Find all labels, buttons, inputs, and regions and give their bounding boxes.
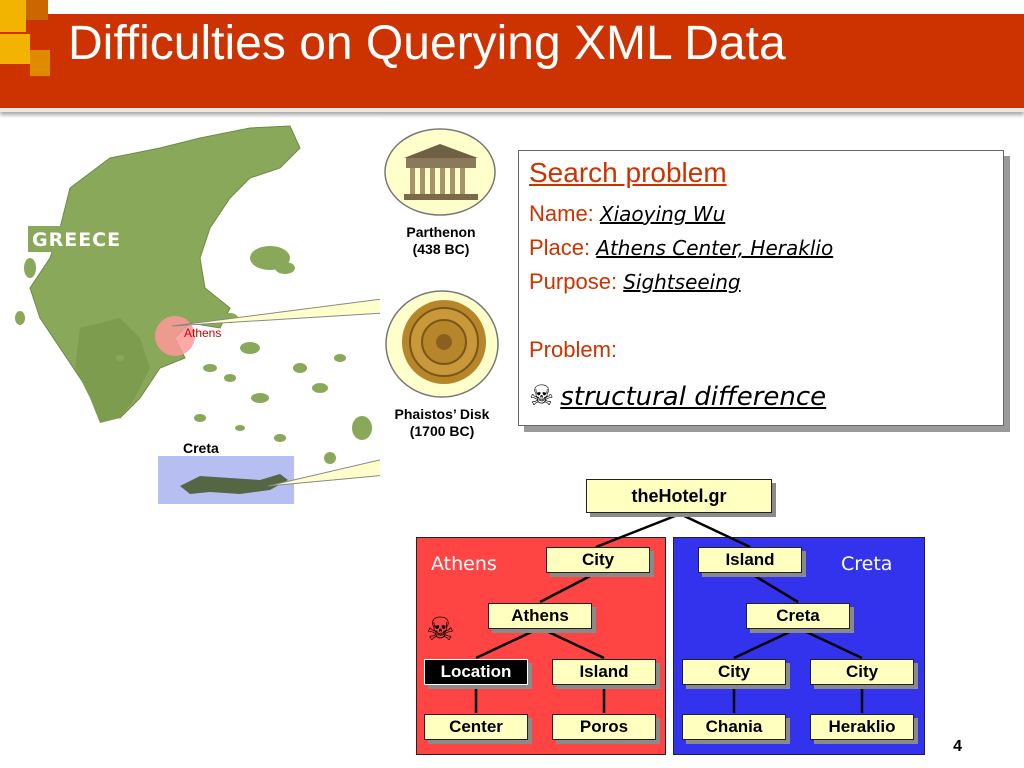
search-place-label: Place: xyxy=(529,235,591,260)
athens-region-label: Athens xyxy=(431,553,497,575)
tree-node-heraklio: Heraklio xyxy=(810,714,914,740)
search-problem-label: Problem: xyxy=(529,337,618,362)
title-square xyxy=(30,50,50,76)
search-purpose-value: Sightseeing xyxy=(623,270,741,294)
parthenon-caption-line1: Parthenon xyxy=(406,224,476,240)
search-problem-row: ☠ structural difference xyxy=(529,379,870,412)
skull-icon: ☠ xyxy=(426,611,455,647)
search-purpose-label: Purpose: xyxy=(529,269,618,294)
search-name-row: Name: Xiaoying Wu xyxy=(529,201,725,227)
tree-edges xyxy=(474,512,864,713)
creta-region-label: Creta xyxy=(841,553,893,575)
tree-node-poros: Poros xyxy=(552,714,656,740)
phaistos-disk-caption: Phaistos’ Disk (1700 BC) xyxy=(380,406,504,440)
search-purpose-row: Purpose: Sightseeing xyxy=(529,269,741,295)
title-bar xyxy=(0,14,1024,112)
search-place-value: Athens Center, Heraklio xyxy=(596,236,834,260)
tree-root-node: theHotel.gr xyxy=(586,479,772,513)
skull-icon: ☠ xyxy=(529,380,555,411)
search-place-row: Place: Athens Center, Heraklio xyxy=(529,235,833,261)
tree-node-creta: Creta xyxy=(746,603,850,629)
title-square xyxy=(0,34,30,64)
parthenon-caption: Parthenon (438 BC) xyxy=(386,224,496,258)
parthenon-caption-line2: (438 BC) xyxy=(412,241,470,257)
tree-node-location: Location xyxy=(424,659,528,685)
tree-node-center: Center xyxy=(424,714,528,740)
phaistos-disk-caption-line1: Phaistos’ Disk xyxy=(394,406,490,422)
tree-node-chania: Chania xyxy=(682,714,786,740)
map-country-label: GREECE xyxy=(32,229,122,251)
tree-node-island: Island xyxy=(552,659,656,685)
greece-map xyxy=(0,118,380,518)
slide-title: Difficulties on Querying XML Data xyxy=(68,17,786,70)
tree-node-athens: Athens xyxy=(488,603,592,629)
page-number: 4 xyxy=(953,738,962,755)
tree-node-city: City xyxy=(682,659,786,685)
search-name-value: Xiaoying Wu xyxy=(599,202,726,226)
search-problem-box: Search problem Name: Xiaoying Wu Place: … xyxy=(518,150,1004,426)
phaistos-disk-caption-line2: (1700 BC) xyxy=(409,423,475,439)
search-heading: Search problem xyxy=(529,157,727,188)
map-island-label: Creta xyxy=(183,440,219,456)
search-problem-value: structural difference xyxy=(560,382,827,412)
title-decoration xyxy=(0,0,1024,32)
tree-node-city: City xyxy=(546,547,650,573)
map-city-label: Athens xyxy=(184,326,222,340)
tree-node-island: Island xyxy=(698,547,802,573)
parthenon-image xyxy=(384,128,496,216)
tree-node-city: City xyxy=(810,659,914,685)
phaistos-disk-image xyxy=(385,290,499,398)
search-name-label: Name: xyxy=(529,201,594,226)
